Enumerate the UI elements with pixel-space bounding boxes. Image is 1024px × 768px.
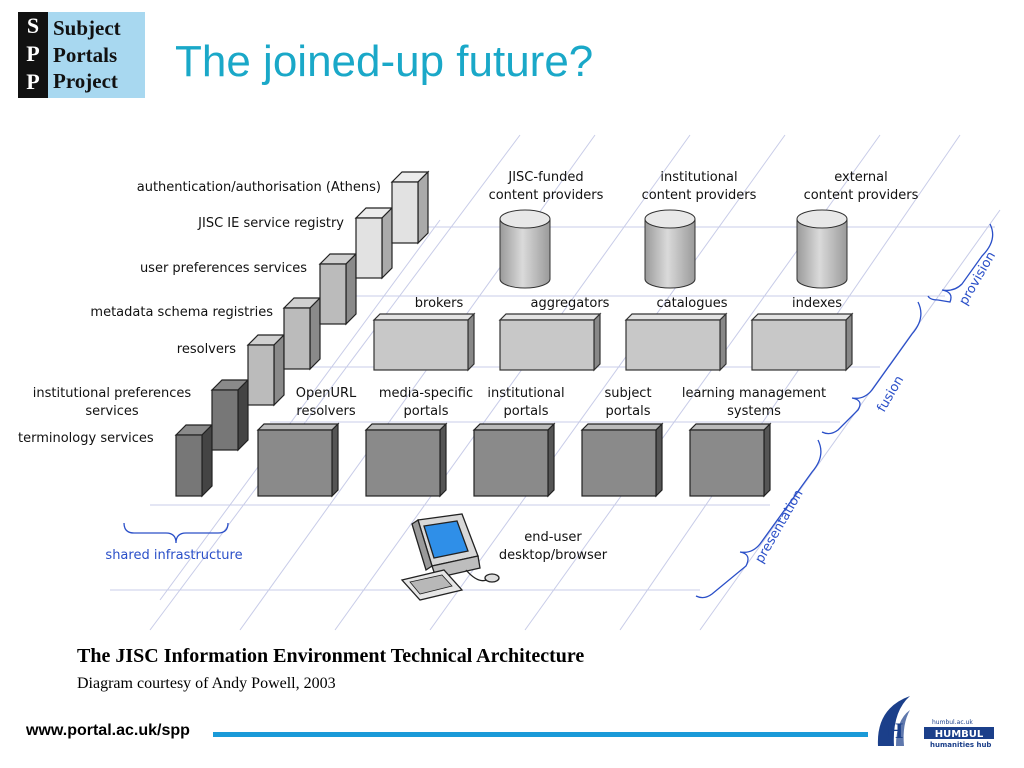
architecture-diagram: authentication/authorisation (Athens) JI… xyxy=(18,134,1001,631)
humbul-domain: humbul.ac.uk xyxy=(932,719,973,726)
caption-subtitle: Diagram courtesy of Andy Powell, 2003 xyxy=(77,675,336,692)
fusion-block-catalogues xyxy=(624,312,728,372)
page-title: The joined-up future? xyxy=(175,37,594,86)
infra-label-terminology: terminology services xyxy=(18,431,154,446)
presentation-block-lms xyxy=(688,422,772,498)
computer-icon xyxy=(400,513,500,601)
infrastructure-blocks xyxy=(174,170,430,498)
infra-label-registry: JISC IE service registry xyxy=(197,216,344,231)
presentation-block-media xyxy=(364,422,448,498)
shared-infrastructure-label: shared infrastructure xyxy=(105,548,242,563)
logo-letter: P xyxy=(26,41,40,66)
spp-logo: S P P Subject Portals Project xyxy=(18,12,145,98)
fusion-block-indexes xyxy=(750,312,854,372)
fusion-label-brokers: brokers xyxy=(415,296,464,311)
logo-word: Project xyxy=(53,69,118,93)
footer-accent-line xyxy=(213,732,868,737)
logo-letter: P xyxy=(26,69,40,94)
infra-label-metadata: metadata schema registries xyxy=(90,305,273,320)
humbul-tagline: humanities hub xyxy=(930,741,991,749)
logo-word: Portals xyxy=(53,43,118,67)
infra-label-user-preferences: user preferences services xyxy=(140,261,307,276)
shared-infrastructure-bracket xyxy=(123,522,229,544)
fusion-bracket xyxy=(821,301,922,435)
fusion-block-brokers xyxy=(372,312,476,372)
humbul-mark-icon: H xyxy=(886,718,903,743)
fusion-label-indexes: indexes xyxy=(792,296,842,311)
logo-letter: S xyxy=(26,13,40,38)
logo-word: Subject xyxy=(53,16,121,40)
presentation-block-institutional xyxy=(472,422,556,498)
humbul-band xyxy=(924,727,994,739)
logo-words: Subject Portals Project xyxy=(48,12,145,98)
fusion-label-catalogues: catalogues xyxy=(656,296,727,311)
footer-url-link[interactable]: www.portal.ac.uk/spp xyxy=(26,722,190,739)
provision-label: provision xyxy=(956,249,999,308)
fusion-block-aggregators xyxy=(498,312,602,372)
humbul-logo: H humbul.ac.uk HUMBUL humanities hub xyxy=(877,696,994,749)
infra-label-resolvers: resolvers xyxy=(177,342,236,357)
fusion-blocks xyxy=(372,312,854,372)
presentation-block-openurl xyxy=(256,422,340,498)
caption-title: The JISC Information Environment Technic… xyxy=(77,645,585,667)
presentation-bracket xyxy=(695,439,822,599)
fusion-label-aggregators: aggregators xyxy=(531,296,610,311)
presentation-block-subject xyxy=(580,422,664,498)
presentation-label: presentation xyxy=(752,487,806,566)
humbul-name: HUMBUL xyxy=(935,729,984,740)
infra-label-athens: authentication/authorisation (Athens) xyxy=(137,180,381,195)
provision-bracket xyxy=(927,223,994,303)
presentation-blocks xyxy=(256,422,772,498)
logo-letters: S P P xyxy=(18,12,48,98)
